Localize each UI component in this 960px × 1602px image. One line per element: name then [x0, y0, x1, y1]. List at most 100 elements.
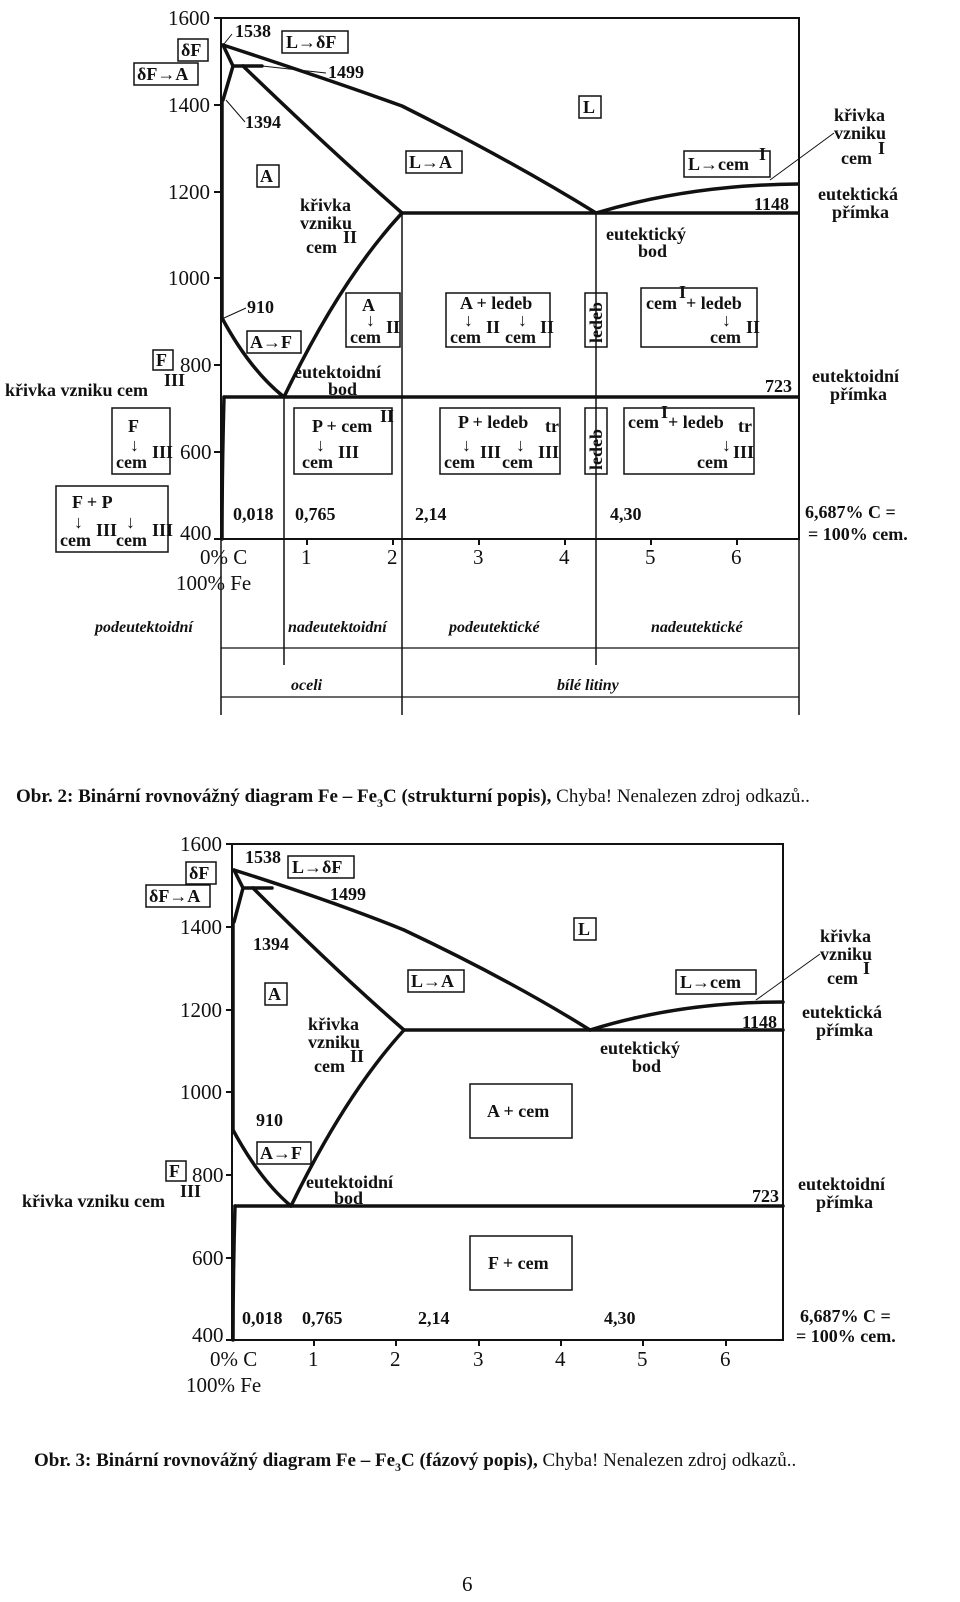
arrow-7: ↓ [516, 435, 525, 455]
zone-bile-litiny: bílé litiny [557, 677, 620, 694]
comp2-0765: 0,765 [302, 1308, 343, 1328]
zone-arrows [221, 647, 799, 698]
diagram-phase: 1600 1400 1200 1000 800 600 400 1 2 3 4 … [0, 830, 960, 1420]
figure-caption-2: Obr. 2: Binární rovnovážný diagram Fe – … [16, 786, 810, 811]
krivka-cemI-1: křivka [834, 105, 885, 125]
x2-tick-6: 6 [720, 1347, 731, 1371]
caption-2-bold-end: C (strukturní popis), [383, 786, 552, 807]
krivka-cemII-1: křivka [300, 195, 351, 215]
y-tick-800: 800 [180, 353, 212, 377]
region-A-ledeb: A + ledeb [460, 293, 532, 313]
eutektoidni2-primka-1: eutektoidní [798, 1174, 886, 1194]
figure-caption-3: Obr. 3: Binární rovnovážný diagram Fe – … [34, 1450, 796, 1475]
solvus-ferrite [220, 395, 226, 541]
arrow-8: ↓ [722, 435, 731, 455]
sup-III-7: III [96, 520, 117, 540]
box-a-f: A→F [250, 332, 292, 352]
temp2-1394: 1394 [253, 934, 289, 954]
temp2-1148: 1148 [742, 1012, 777, 1032]
x2-tick-1: 1 [308, 1347, 319, 1371]
comp2-0018: 0,018 [242, 1308, 283, 1328]
arrow-4: ↓ [722, 310, 731, 330]
x-axis-ticks-2 [313, 1340, 727, 1346]
y-tick-400: 400 [180, 521, 212, 545]
comp-0018: 0,018 [233, 504, 274, 524]
comp2-430: 4,30 [604, 1308, 636, 1328]
phase-lines-2 [231, 868, 785, 1342]
eutekticky-bod-1: eutektický [606, 224, 686, 244]
zone-oceli: oceli [291, 677, 323, 694]
x-tick-6: 6 [731, 545, 742, 569]
box2-delta-f: δF [189, 863, 209, 883]
box-l-a: L→A [409, 152, 452, 172]
region-F-P: F + P [72, 492, 113, 512]
sup-III-1: III [164, 370, 185, 390]
solidus [241, 64, 404, 215]
box-austenite: A [260, 166, 273, 186]
sup-II-3: II [486, 317, 500, 337]
krivka2-cemI-3: cem [827, 968, 858, 988]
eutektoidni-primka-2: přímka [830, 384, 887, 404]
comp2-214: 2,14 [418, 1308, 450, 1328]
temp-1538: 1538 [235, 21, 271, 41]
y-tick-600: 600 [180, 440, 212, 464]
arrow-1: ↓ [366, 310, 375, 330]
caption-3-bold: Obr. 3: Binární rovnovážný diagram Fe – … [34, 1450, 395, 1471]
liquidus-austenite [221, 43, 598, 215]
region-P-ledebtr-cem1: cem [444, 452, 475, 472]
box-liquid: L [583, 97, 595, 117]
region-cemI-ledebtr-cem2: cem [697, 452, 728, 472]
sup-II-1: II [343, 227, 357, 247]
leader2-cemI [755, 953, 821, 1001]
eutektoidni2-primka-2: přímka [816, 1192, 873, 1212]
krivka-cemI-2: vzniku [834, 123, 886, 143]
arrow-3: ↓ [518, 310, 527, 330]
x-tick-1: 1 [301, 545, 312, 569]
box-l-delta-f: L→δF [286, 32, 336, 52]
arrow-11: ↓ [126, 512, 135, 532]
eutekticky-bod-2: bod [638, 241, 667, 261]
region-P-cem-III: cem [302, 452, 333, 472]
leader-lines [223, 33, 327, 319]
box-l-cem: L→cem [688, 154, 749, 174]
arrow-5: ↓ [316, 435, 325, 455]
region-P-ledebtr: P + ledeb [458, 412, 528, 432]
sup-III-5: III [733, 442, 754, 462]
krivka2-vzniku-cemIII: křivka vzniku cem [22, 1191, 165, 1211]
eutekticka2-2: přímka [816, 1020, 873, 1040]
eutekticky2-bod-2: bod [632, 1056, 661, 1076]
phase-boxes-2 [145, 855, 757, 1291]
liquidus-austenite-2 [232, 868, 592, 1032]
krivka-vzniku-cemIII: křivka vzniku cem [5, 380, 148, 400]
zone-podeutekticke: podeutektické [447, 619, 541, 636]
delta-region [221, 43, 235, 102]
caption-3-rest: Chyba! Nenalezen zdroj odkazů.. [542, 1450, 797, 1471]
sup-I-4: I [661, 402, 668, 422]
fe-fe3c-structural-diagram: 1600 1400 1200 1000 800 600 400 1 2 3 4 … [5, 6, 908, 715]
caption-3-bold-end: C (fázový popis), [401, 1450, 538, 1471]
temp-723: 723 [765, 376, 792, 396]
eutekticka-1: eutektická [818, 184, 898, 204]
region-F-P-cem1: cem [60, 530, 91, 550]
sub-tr-2: tr [738, 416, 752, 436]
box-ferrite: F [156, 350, 167, 370]
eutektoidni-bod-1: eutektoidní [294, 362, 382, 382]
box2-liquid: L [578, 919, 590, 939]
x-tick-5: 5 [645, 545, 656, 569]
comp-6687-b: = 100% cem. [808, 524, 908, 544]
y2-tick-400: 400 [192, 1323, 224, 1347]
box-delta-f-a: δF→A [137, 64, 188, 84]
arrow-6: ↓ [462, 435, 471, 455]
x-tick-2: 2 [387, 545, 398, 569]
sup-II-2: II [386, 317, 400, 337]
temp2-1499: 1499 [330, 884, 366, 904]
composition-lines [220, 213, 800, 715]
y2-tick-1600: 1600 [180, 832, 222, 856]
eutekticka2-1: eutektická [802, 1002, 882, 1022]
box2-ferrite: F [169, 1161, 180, 1181]
box-delta-f: δF [181, 40, 201, 60]
leader-cemI [769, 132, 835, 181]
region-A: A [362, 295, 375, 315]
krivka-cemII-2: vzniku [300, 213, 352, 233]
temp-1499: 1499 [328, 62, 364, 82]
